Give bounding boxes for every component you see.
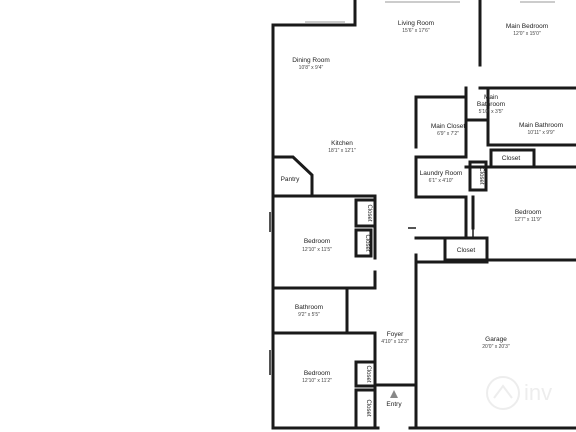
main-bathroom-dims: 10'11" x 9'9" bbox=[527, 130, 554, 136]
main-bathroom-small-line2: Bathroom bbox=[477, 101, 505, 108]
laundry-room-dims: 6'1" x 4'10" bbox=[429, 178, 454, 184]
watermark-logo: inv bbox=[486, 376, 552, 410]
closet-bed1-a-name: Closet bbox=[366, 204, 372, 221]
kitchen-dims: 18'1" x 12'1" bbox=[328, 148, 356, 154]
main-closet-dims: 6'9" x 7'2" bbox=[437, 131, 459, 137]
closet-right-name: Closet bbox=[457, 247, 476, 254]
closet-bed2-b-name: Closet bbox=[365, 399, 371, 416]
pantry-name: Pantry bbox=[281, 176, 301, 183]
main-bedroom-dims: 12'0" x 15'0" bbox=[513, 31, 541, 37]
main-bathroom-name: Main Bathroom bbox=[519, 122, 563, 129]
closet-main-name: Closet bbox=[502, 155, 521, 162]
dining-room-dims: 10'8" x 9'4" bbox=[299, 65, 324, 71]
bedroom-right-name: Bedroom bbox=[515, 209, 541, 216]
entry-arrow-icon bbox=[390, 390, 398, 398]
interior-walls bbox=[271, 86, 576, 430]
laundry-room-name: Laundry Room bbox=[420, 170, 463, 177]
kitchen-name: Kitchen bbox=[331, 140, 353, 147]
garage-name: Garage bbox=[485, 336, 507, 343]
outer-walls bbox=[271, 0, 576, 430]
watermark-text: inv bbox=[524, 380, 552, 405]
living-room-name: Living Room bbox=[398, 20, 434, 27]
entry-name: Entry bbox=[386, 401, 402, 408]
bathroom-name: Bathroom bbox=[295, 304, 323, 311]
garage-dims: 20'0" x 20'3" bbox=[482, 344, 510, 350]
foyer-name: Foyer bbox=[387, 331, 404, 338]
foyer-dims: 4'10" x 12'3" bbox=[381, 339, 409, 345]
closet-bed2-a-name: Closet bbox=[365, 365, 371, 382]
main-bedroom-name: Main Bedroom bbox=[506, 23, 548, 30]
dining-room-name: Dining Room bbox=[292, 57, 330, 64]
living-room-dims: 15'6" x 17'6" bbox=[402, 28, 430, 34]
door-swings bbox=[269, 212, 474, 375]
bedroom-1-name: Bedroom bbox=[304, 238, 330, 245]
main-bathroom-small-dims: 5'10" x 3'5" bbox=[479, 109, 504, 115]
closet-bed1-b-name: Closet bbox=[364, 234, 370, 251]
bathroom-dims: 9'2" x 5'5" bbox=[298, 312, 320, 318]
main-closet-name: Main Closet bbox=[431, 123, 466, 130]
bedroom-2-name: Bedroom bbox=[304, 370, 330, 377]
bedroom-1-dims: 12'10" x 11'5" bbox=[302, 247, 332, 253]
closet-laundry-name: Closet bbox=[478, 167, 484, 184]
bedroom-right-dims: 12'7" x 11'9" bbox=[514, 217, 541, 223]
main-bathroom-small-line1: Main bbox=[484, 94, 498, 101]
bedroom-2-dims: 12'10" x 11'2" bbox=[302, 378, 332, 384]
